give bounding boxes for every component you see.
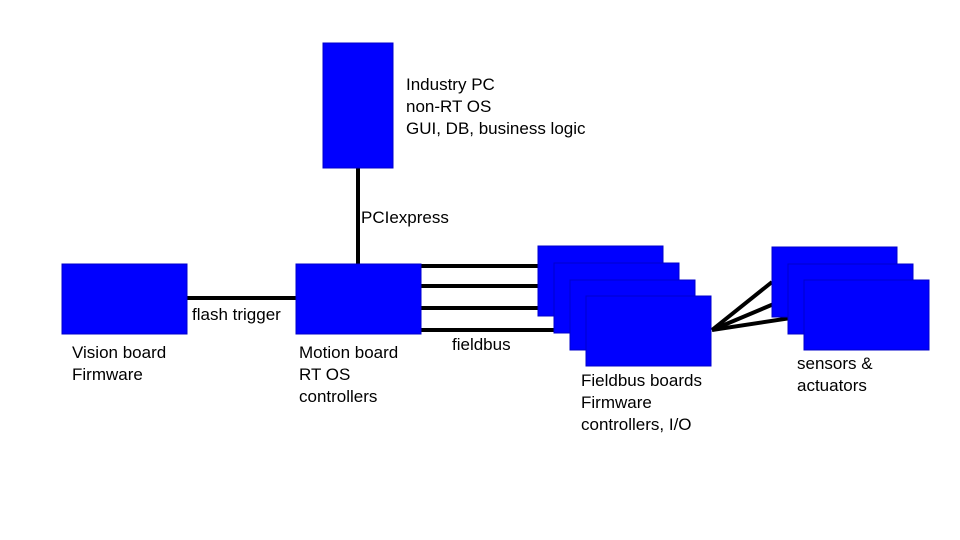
motion-board-label-line-1: Motion board [299, 343, 399, 362]
sensors-actuators-label: sensors & actuators [797, 353, 873, 397]
motion-board-label-line-3: controllers [299, 387, 378, 406]
vision-board-label-line-1: Vision board [72, 343, 167, 362]
industry-pc-label-line-2: non-RT OS [406, 97, 492, 116]
industry-pc-label: Industry PC non-RT OS GUI, DB, business … [406, 74, 586, 140]
motion-board-label: Motion board RT OS controllers [299, 342, 398, 408]
fieldbus-boards-label-line-3: controllers, I/O [581, 415, 692, 434]
sensors-actuators-label-line-1: sensors & [797, 354, 873, 373]
fieldbus-label: fieldbus [452, 335, 511, 354]
connector-sensor-1 [710, 280, 774, 332]
fieldbus-board-box [585, 295, 712, 367]
fieldbus-boards-label: Fieldbus boards Firmware controllers, I/… [581, 370, 702, 436]
flash-trigger-label: flash trigger [192, 305, 281, 324]
fieldbus-boards-label-line-1: Fieldbus boards [581, 371, 702, 390]
sensors-actuators-label-line-2: actuators [797, 376, 867, 395]
fieldbus-boards-label-line-2: Firmware [581, 393, 652, 412]
pciexpress-label: PCIexpress [361, 208, 449, 227]
industry-pc-box [322, 42, 394, 169]
industry-pc-label-line-1: Industry PC [406, 75, 495, 94]
vision-board-label-line-2: Firmware [72, 365, 143, 384]
industry-pc-label-line-3: GUI, DB, business logic [406, 119, 586, 138]
vision-board-label: Vision board Firmware [72, 342, 166, 386]
vision-board-box [61, 263, 188, 335]
motion-board-box [295, 263, 422, 335]
sensor-actuator-box [803, 279, 930, 351]
motion-board-label-line-2: RT OS [299, 365, 351, 384]
